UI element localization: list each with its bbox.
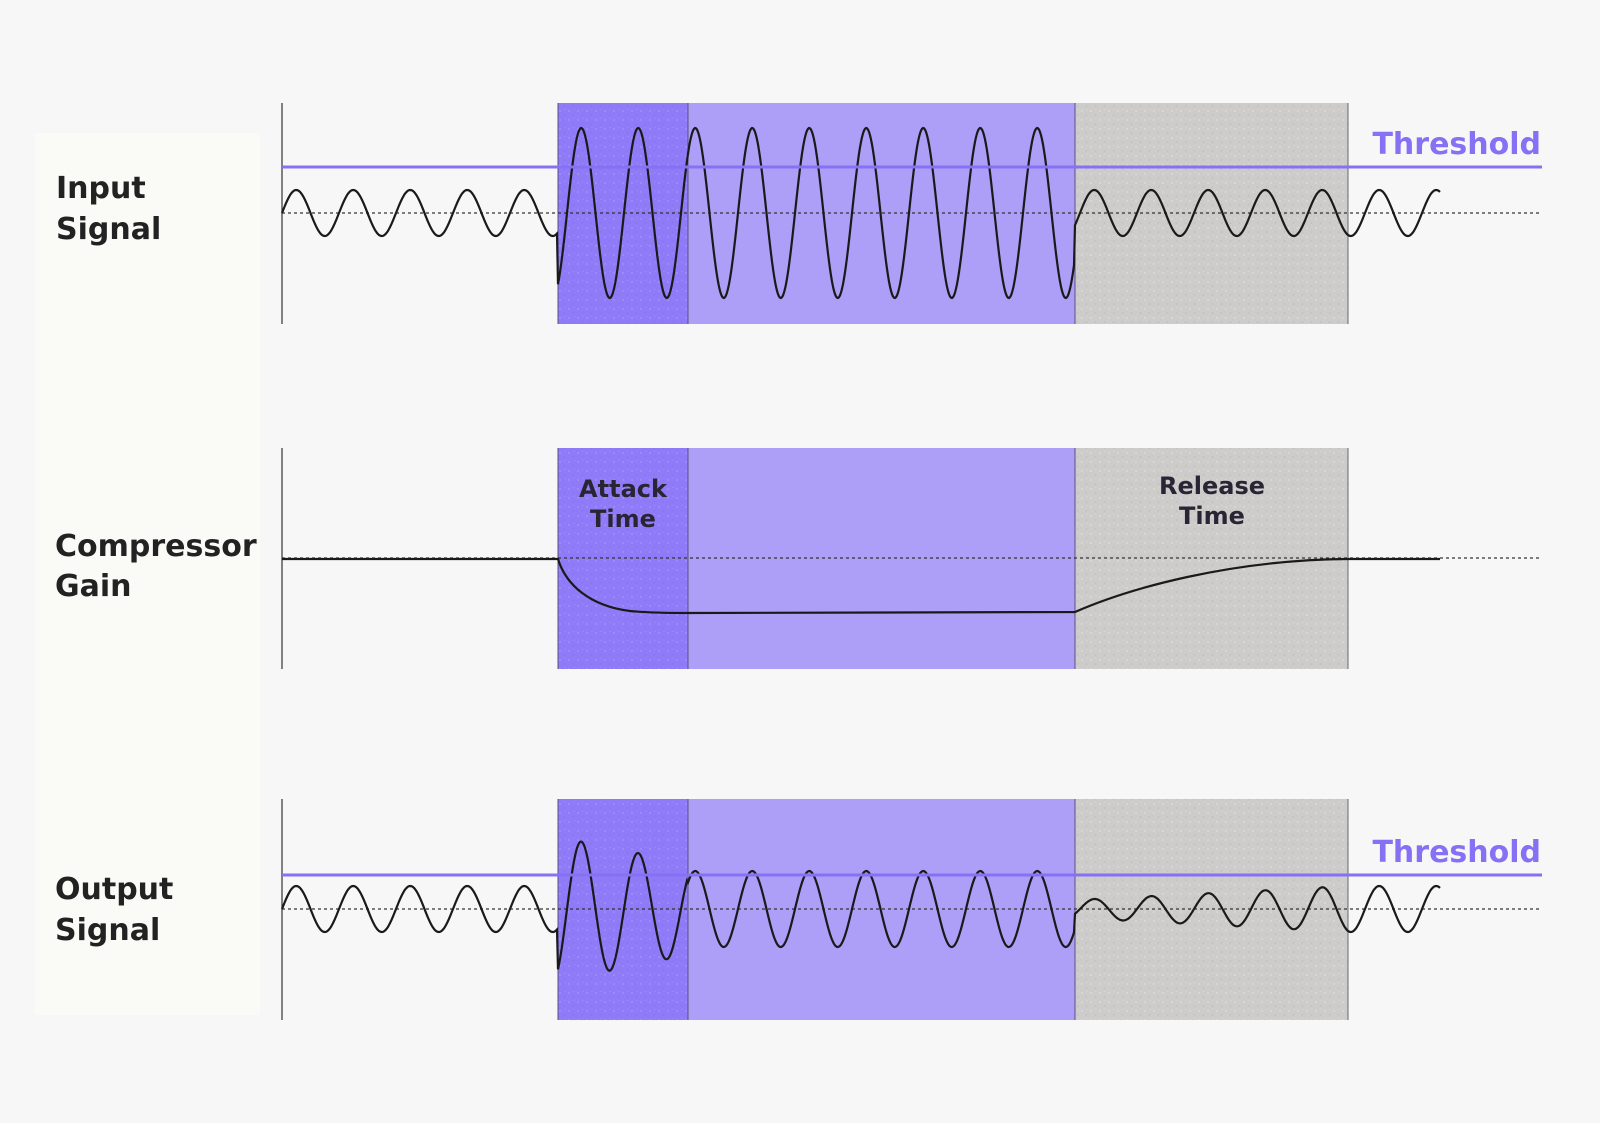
compressor-gain-row: Compressor Gain Attack Time Release Time — [55, 448, 1540, 669]
row-label-line-2: Signal — [56, 212, 161, 247]
label-panel — [35, 133, 260, 1015]
threshold-label: Threshold — [1372, 127, 1541, 162]
release-time-label-line-1: Release — [1159, 472, 1265, 500]
threshold-label: Threshold — [1372, 835, 1541, 870]
input-waveform — [280, 126, 1441, 300]
gain-curve — [282, 557, 1440, 615]
row-label-line-2: Gain — [55, 569, 132, 604]
row-label-line-2: Signal — [55, 913, 160, 948]
release-time-label-line-2: Time — [1179, 502, 1245, 530]
output-signal-row: Output Signal Threshold — [55, 799, 1542, 1020]
attack-time-label-line-2: Time — [590, 505, 656, 533]
row-label-line-1: Input — [56, 171, 146, 206]
output-waveform — [280, 840, 1441, 972]
input-signal-row: Input Signal Threshold — [56, 103, 1542, 324]
row-label-line-1: Compressor — [55, 529, 257, 564]
attack-time-label-line-1: Attack — [579, 475, 668, 503]
row-label-line-1: Output — [55, 872, 173, 907]
